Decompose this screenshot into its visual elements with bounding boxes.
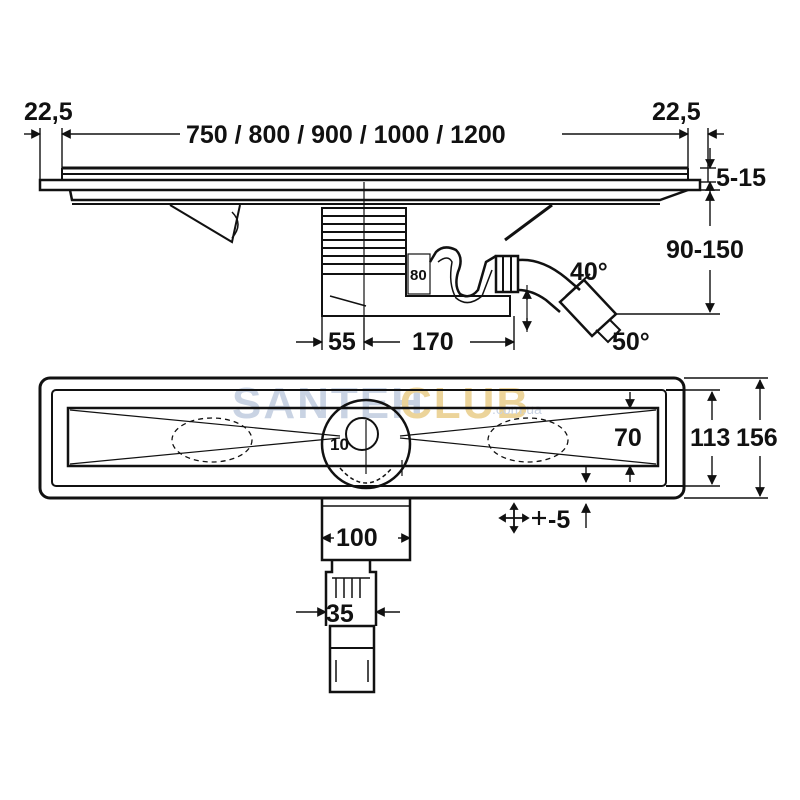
label-length-options: 750 / 800 / 900 / 1000 / 1200: [186, 121, 506, 149]
label-offset-170: 170: [412, 328, 454, 356]
plan-inner-frame: [51, 389, 667, 487]
coupling-nut: [494, 254, 520, 294]
right-support-leg: [504, 203, 553, 242]
label-angle-upper: 40°: [570, 258, 608, 286]
trap-height-box: [407, 253, 431, 295]
outlet-elbow-bottom: [517, 288, 561, 313]
label-drain-diameter: 10: [330, 435, 349, 454]
label-left-margin: 22,5: [24, 98, 73, 126]
watermark: SANTEH CLUB .com.ua: [232, 379, 542, 428]
outlet-elbow-top: [517, 258, 581, 291]
plus-icon: [532, 511, 546, 525]
label-box-width: 100: [336, 524, 378, 552]
plan-slope-lines: [69, 409, 657, 465]
plan-feet-outlines: [171, 417, 569, 463]
label-outer-113: 113: [690, 424, 730, 452]
side-view: [38, 166, 702, 344]
plan-view-dimensions: [296, 377, 768, 617]
siphon-ribs: [322, 215, 406, 265]
s-hose: [428, 246, 497, 298]
watermark-text-b: CLUB: [400, 379, 530, 428]
label-channel-inner-height: 70: [614, 424, 642, 452]
label-outer-156: 156: [736, 424, 778, 452]
side-view-dimensions: [24, 128, 724, 350]
outlet-pipe-band: [565, 273, 591, 297]
label-height-range: 90-150: [666, 236, 744, 264]
plan-view: [38, 376, 686, 694]
siphon-base-detail: [329, 295, 367, 307]
outlet-pipe: [558, 278, 618, 338]
left-support-bracket: [169, 204, 241, 244]
plan-channel: [66, 406, 660, 468]
plan-end-step: [666, 389, 684, 487]
plan-drain-inner: [345, 417, 379, 451]
left-bracket-arc: [231, 211, 239, 239]
plan-drain-circle: [320, 398, 412, 490]
label-right-margin: 22,5: [652, 98, 701, 126]
s-hose-inner: [437, 257, 493, 304]
adjust-cross-icon: [498, 502, 530, 534]
label-frame-thickness: 5-15: [716, 164, 766, 192]
label-trap-height: 80: [410, 267, 427, 284]
plan-pipe-left: [324, 560, 334, 626]
plan-trap-box: [320, 498, 412, 562]
label-angle-lower: 50°: [612, 328, 650, 356]
channel-body: [68, 188, 689, 202]
frame-plate: [38, 178, 702, 192]
label-pipe-width: 35: [326, 600, 354, 628]
side-view-labels: 22,5 22,5 750 / 800 / 900 / 1000 / 1200 …: [24, 98, 766, 356]
plan-outer-frame: [38, 376, 686, 500]
label-offset-55: 55: [328, 328, 356, 356]
plan-pipe-right: [368, 560, 378, 626]
siphon-base: [321, 274, 511, 317]
watermark-text-a: SANTEH: [232, 379, 425, 428]
label-tolerance: -5: [548, 506, 570, 534]
plan-outlet-end: [328, 624, 376, 694]
outlet-pipe-end: [595, 319, 622, 344]
plan-drain-dashed-arc: [339, 467, 393, 484]
plan-view-labels: 70 113 156 10 -5 100 35: [326, 424, 778, 628]
